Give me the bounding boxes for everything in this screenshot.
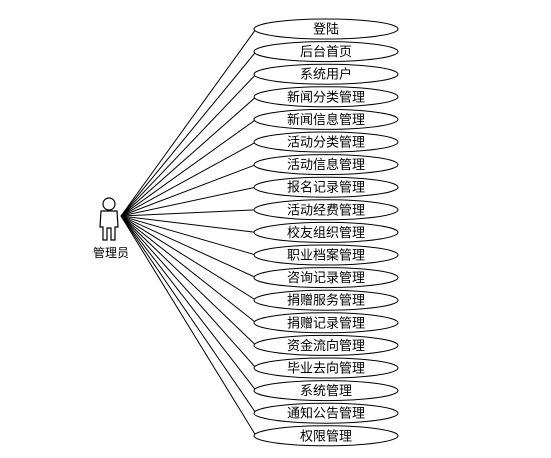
use-case-ellipse (253, 108, 399, 130)
association-line (120, 215, 257, 391)
use-case-ellipse (253, 221, 399, 243)
association-line (120, 96, 257, 217)
association-line (120, 215, 257, 301)
use-case-ellipse (253, 86, 399, 108)
use-case-ellipse (253, 41, 399, 63)
use-case-label: 报名记录管理 (287, 180, 365, 196)
use-case: 职业档案管理 (253, 244, 399, 266)
use-case-ellipse (253, 63, 399, 85)
use-case: 后台首页 (253, 41, 399, 63)
use-case-label: 活动分类管理 (287, 136, 365, 151)
use-case-label: 后台首页 (300, 45, 352, 60)
use-case: 新闻分类管理 (253, 86, 399, 108)
association-line (120, 209, 257, 217)
use-case: 咨询记录管理 (253, 267, 399, 289)
use-case-label: 校友组织管理 (287, 225, 365, 241)
association-line (120, 215, 257, 414)
association-line (120, 164, 257, 217)
use-case: 毕业去向管理 (253, 357, 399, 379)
use-case-ellipse (253, 18, 399, 40)
use-case-label: 捐赠服务管理 (287, 293, 365, 309)
association-line (120, 28, 257, 217)
use-case: 报名记录管理 (253, 176, 399, 198)
use-case: 捐赠服务管理 (253, 289, 399, 311)
use-case-label: 新闻信息管理 (287, 112, 365, 128)
use-case-ellipse (253, 334, 399, 356)
use-case-ellipse (253, 357, 399, 379)
actor-admin: 管理员 (93, 197, 129, 260)
use-case-ellipse (253, 199, 399, 221)
use-case: 系统管理 (253, 380, 399, 402)
use-case: 校友组织管理 (253, 221, 399, 243)
association-line (120, 215, 257, 346)
association-line (120, 118, 257, 217)
use-case-label: 系统管理 (300, 384, 352, 399)
use-case-label: 毕业去向管理 (287, 361, 365, 377)
use-case-label: 资金流向管理 (287, 338, 365, 354)
use-case-label: 捐赠记录管理 (287, 316, 365, 331)
use-case-label: 活动信息管理 (287, 157, 365, 173)
association-line (120, 51, 257, 217)
use-case-ellipse (253, 176, 399, 198)
person-icon (99, 197, 119, 241)
use-case-list: 登陆后台首页系统用户新闻分类管理新闻信息管理活动分类管理活动信息管理报名记录管理… (253, 18, 399, 447)
use-case: 活动分类管理 (253, 131, 399, 153)
use-case: 活动经费管理 (253, 199, 399, 221)
association-lines (120, 28, 257, 437)
association-line (120, 141, 257, 217)
use-case: 通知公告管理 (253, 402, 399, 424)
use-case: 系统用户 (253, 63, 399, 85)
use-case: 资金流向管理 (253, 334, 399, 356)
use-case: 新闻信息管理 (253, 108, 399, 130)
association-line (120, 215, 257, 279)
use-case-label: 权限管理 (300, 428, 352, 444)
association-line (120, 215, 257, 233)
use-case-label: 活动经费管理 (287, 203, 365, 218)
use-case-ellipse (253, 312, 399, 334)
use-case: 登陆 (253, 18, 399, 40)
use-case-label: 咨询记录管理 (287, 271, 365, 286)
use-case-label: 职业档案管理 (287, 249, 365, 264)
use-case-ellipse (253, 425, 399, 447)
use-case: 权限管理 (253, 425, 399, 447)
use-case-ellipse (253, 154, 399, 176)
use-case-label: 登陆 (313, 22, 339, 38)
use-case-ellipse (253, 131, 399, 153)
use-case-label: 通知公告管理 (287, 406, 365, 422)
association-line (120, 215, 257, 324)
use-case-label: 新闻分类管理 (287, 89, 365, 105)
use-case-ellipse (253, 289, 399, 311)
use-case-label: 系统用户 (300, 67, 352, 83)
association-line (120, 73, 257, 217)
association-line (120, 215, 257, 437)
use-case: 捐赠记录管理 (253, 312, 399, 334)
use-case-ellipse (253, 402, 399, 424)
actor-name: 管理员 (93, 245, 129, 260)
association-line (120, 215, 257, 256)
use-case-ellipse (253, 380, 399, 402)
use-case-ellipse (253, 267, 399, 289)
use-case-ellipse (253, 244, 399, 266)
association-line (120, 186, 257, 217)
association-line (120, 215, 257, 369)
use-case: 活动信息管理 (253, 154, 399, 176)
